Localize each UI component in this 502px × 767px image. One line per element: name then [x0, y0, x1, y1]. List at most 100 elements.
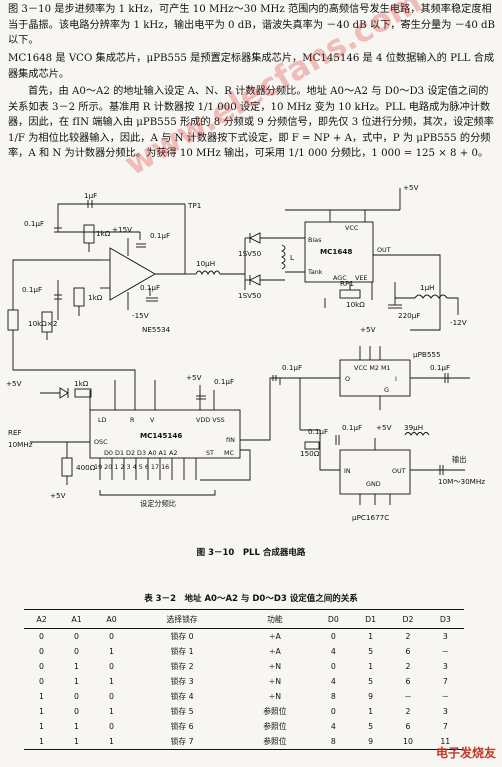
label-ld: LD: [98, 416, 107, 424]
label-tank: Tank: [307, 268, 323, 276]
header-a2: A2: [24, 609, 60, 629]
table-cell: 7: [442, 722, 448, 731]
label-agc: AGC: [333, 274, 347, 282]
label-vee: VEE: [355, 274, 367, 282]
label-1uh: 1μH: [420, 283, 435, 292]
label-gnd: GND: [366, 480, 381, 488]
site-logo: 电子发烧友: [435, 746, 496, 760]
header-d0: D0: [314, 609, 352, 629]
table-cell: 0: [74, 692, 79, 701]
label-150: 150Ω: [300, 449, 320, 458]
table-cell: 0: [74, 647, 79, 656]
table-cell: 0: [109, 662, 115, 671]
table-cell: 0: [330, 707, 336, 716]
table-cell: 锁存 0: [170, 632, 194, 641]
table-cell: 锁存 3: [170, 677, 194, 686]
label-mc: MC: [224, 449, 235, 457]
label-plus5v-c: +5V: [50, 491, 66, 500]
label-pins-top: 19 20 1 2 3 4 5 6 17 16: [94, 463, 169, 471]
header-d3: D3: [426, 609, 464, 629]
table-cell: 1: [368, 707, 374, 716]
label-1k-led: 1kΩ: [74, 379, 89, 388]
table-cell: 锁存 7: [129, 734, 236, 750]
label-upb555: μPB555: [413, 350, 441, 359]
label-minus12v: -12V: [450, 318, 467, 327]
table-cell: ÷N: [268, 692, 282, 701]
label-10uh: 10μH: [196, 259, 215, 268]
label-st: ST: [206, 449, 214, 457]
table-cell: 6: [405, 677, 411, 686]
table-cell: 参照位: [263, 722, 287, 731]
label-c01-g: 0.1μF: [308, 427, 328, 436]
table-cell: 6: [405, 722, 411, 731]
header-d2: D2: [389, 609, 427, 629]
table-cell: 10: [389, 734, 427, 750]
paragraph-operation: 首先，由 A0～A2 的地址输入设定 A、N、R 计数器分频比。地址 A0～A2…: [8, 86, 494, 160]
table-cell: 1: [39, 722, 44, 731]
label-osc: OSC: [94, 438, 108, 446]
table-cell: 锁存 6: [170, 722, 194, 731]
table-cell: －: [441, 692, 450, 701]
table-cell: 4: [330, 677, 336, 686]
table-cell: 5: [368, 722, 374, 731]
table-cell: 0: [74, 707, 79, 716]
label-10k2: 10kΩ×2: [28, 319, 57, 328]
label-1k-b: 1kΩ: [88, 293, 103, 302]
header-function: 功能: [235, 609, 315, 629]
label-1k-a: 1kΩ: [96, 229, 111, 238]
address-table: A2 A1 A0 选择锁存 功能 D0 D1 D2 D3 0 0 0 锁存 0 ÷A 0 1…: [24, 609, 464, 750]
label-vcc-m: VCC M2 M1: [354, 364, 391, 372]
table-cell: 1: [109, 647, 115, 656]
label-c01-d: 0.1μF: [282, 363, 302, 372]
table-cell: 0: [39, 677, 44, 686]
table-cell: 0: [330, 632, 336, 641]
label-fin: fIN: [226, 436, 235, 444]
table-cell: 3: [442, 662, 448, 671]
label-vcc: VCC: [345, 224, 359, 232]
label-output: 输出: [452, 455, 466, 464]
table-cell: 7: [442, 677, 448, 686]
table-cell: 9: [368, 692, 374, 701]
paragraph-chips: MC1648 是 VCO 集成芯片，μPB555 是预置定标器集成芯片，MC14…: [8, 53, 495, 80]
label-plus5v-led: +5V: [6, 379, 22, 388]
table-cell: ÷A: [268, 632, 281, 641]
table-cell: 0: [39, 662, 44, 671]
label-ref: REF: [8, 428, 22, 437]
label-plus5v-top: +5V: [403, 183, 419, 192]
label-tp1: TP1: [187, 201, 201, 210]
table-cell: 1: [74, 677, 79, 686]
table-header-row: A2 A1 A0 选择锁存 功能 D0 D1 D2 D3: [24, 609, 464, 629]
label-g: G: [384, 386, 389, 394]
label-r: R: [130, 416, 135, 424]
table-cell: ÷N: [268, 662, 282, 671]
table-cell: 1: [368, 632, 374, 641]
table-cell: 8: [330, 692, 336, 701]
label-1sv50-b: 1SV50: [238, 291, 262, 300]
table-cell: 1: [59, 734, 95, 750]
label-plus5v-a: +5V: [360, 325, 376, 334]
table-cell: 9: [352, 734, 390, 750]
label-l: L: [290, 253, 294, 262]
figure-caption: 图 3－10 PLL 合成器电路: [196, 548, 306, 558]
table-cell: ÷A: [268, 647, 281, 656]
table-cell: 0: [39, 632, 44, 641]
table-cell: 0: [109, 692, 115, 701]
label-10k: 10kΩ: [346, 300, 365, 309]
table-cell: 1: [74, 722, 79, 731]
table-cell: 4: [330, 647, 336, 656]
table-cell: 0: [39, 647, 44, 656]
table-caption: 表 3－2 地址 A0～A2 与 D0～D3 设定值之间的关系: [144, 594, 358, 604]
table-cell: 锁存 1: [170, 647, 194, 656]
table-cell: 参照位: [235, 734, 315, 750]
table-cell: 1: [39, 707, 44, 716]
label-plus5v-d: +5V: [376, 423, 392, 432]
label-bias: Bias: [308, 236, 322, 244]
label-plus5v-b: +5V: [186, 373, 202, 382]
table-cell: 锁存 4: [170, 692, 194, 701]
